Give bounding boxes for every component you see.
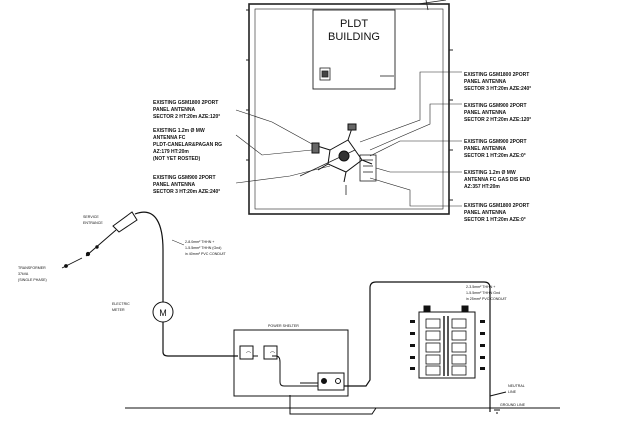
- building-title-line1: PLDT: [340, 18, 368, 30]
- meter-label-1: ELECTRIC: [112, 302, 130, 306]
- svg-text:SECTOR 3 HT:20m AZE:240°: SECTOR 3 HT:20m AZE:240°: [464, 86, 531, 92]
- feeder-spec-2: 1-5.5mm² THHN (Gnd): [185, 246, 221, 250]
- svg-text:EXISTING GSM900 2PORT: EXISTING GSM900 2PORT: [464, 103, 527, 109]
- power-shelter-label: POWER SHELTER: [268, 324, 299, 328]
- rooftop-equipment: [299, 67, 394, 195]
- svg-text:PLDT-CANELAR&PAGAN RG: PLDT-CANELAR&PAGAN RG: [153, 142, 222, 148]
- svg-text:SECTOR 3 HT:20m AZE:240°: SECTOR 3 HT:20m AZE:240°: [153, 189, 220, 195]
- neutral-line-label-1: NEUTRAL: [508, 384, 525, 388]
- panel-circuit-stubs: [410, 320, 485, 370]
- annotation-sector3-gsm1800: EXISTING GSM1800 2PORT PANEL ANTENNA SEC…: [464, 72, 531, 92]
- building-title-line2: BUILDING: [328, 31, 380, 43]
- rooftop-plan: [246, 0, 453, 215]
- svg-text:PANEL ANTENNA: PANEL ANTENNA: [153, 182, 196, 188]
- svg-text:PANEL ANTENNA: PANEL ANTENNA: [464, 146, 507, 152]
- svg-text:EXISTING GSM1800 2PORT: EXISTING GSM1800 2PORT: [464, 203, 529, 209]
- neutral-line-label-2: LINE: [508, 390, 517, 394]
- svg-text:SECTOR 1 HT:20m AZE:0°: SECTOR 1 HT:20m AZE:0°: [464, 153, 526, 159]
- feeder-spec-3: in 40mm² PVC CONDUIT: [185, 252, 227, 256]
- svg-text:PANEL ANTENNA: PANEL ANTENNA: [464, 79, 507, 85]
- ground-line-label: GROUND LINE: [500, 403, 526, 407]
- panel-feed-spec-1: 2-3.5mm² THHN +: [466, 285, 495, 289]
- svg-text:SECTOR 2 HT:20m AZE:120°: SECTOR 2 HT:20m AZE:120°: [153, 114, 220, 120]
- annotation-sector2-gsm900: EXISTING GSM900 2PORT PANEL ANTENNA SECT…: [464, 103, 531, 123]
- annotation-sector1-gsm900: EXISTING GSM900 2PORT PANEL ANTENNA SECT…: [464, 139, 527, 159]
- svg-text:SECTOR 2 HT:20m AZE:120°: SECTOR 2 HT:20m AZE:120°: [464, 117, 531, 123]
- annotation-mw-antenna-1: EXISTING 1.2m Ø MW ANTENNA FC PLDT-CANEL…: [153, 128, 222, 162]
- transformer-label-2: 37kVA: [18, 272, 29, 276]
- power-shelter: [233, 329, 349, 397]
- svg-text:EXISTING GSM1800 2PORT: EXISTING GSM1800 2PORT: [153, 100, 218, 106]
- service-entrance-label-1: SERVICE: [83, 215, 99, 219]
- panel-feed-spec-2: 1-5.5mm² THHN Gnd: [466, 291, 500, 295]
- svg-text:AZ:357 HT:20m: AZ:357 HT:20m: [464, 184, 500, 190]
- svg-text:SECTOR 1 HT:20m AZE:0°: SECTOR 1 HT:20m AZE:0°: [464, 217, 526, 223]
- transformer-drop: [61, 257, 83, 269]
- annotation-sector3-gsm900: EXISTING GSM900 2PORT PANEL ANTENNA SECT…: [153, 175, 220, 195]
- meter-symbol: M: [159, 308, 167, 318]
- panel-breakers: [425, 316, 467, 376]
- svg-text:EXISTING 1.2m Ø MW: EXISTING 1.2m Ø MW: [464, 170, 516, 176]
- service-entrance-weatherhead: [85, 211, 138, 257]
- svg-text:PANEL ANTENNA: PANEL ANTENNA: [464, 110, 507, 116]
- antenna-mast-icon: [311, 123, 373, 183]
- annotation-mw-antenna-2: EXISTING 1.2m Ø MW ANTENNA FC GAS DIS EN…: [464, 170, 531, 190]
- svg-text:EXISTING GSM1800 2PORT: EXISTING GSM1800 2PORT: [464, 72, 529, 78]
- svg-text:EXISTING GSM900 2PORT: EXISTING GSM900 2PORT: [464, 139, 527, 145]
- feeder-spec-leader: [171, 239, 185, 246]
- leader-lines: [235, 71, 462, 207]
- annotation-sector2-gsm1800: EXISTING GSM1800 2PORT PANEL ANTENNA SEC…: [153, 100, 220, 120]
- svg-text:EXISTING 1.2m Ø MW: EXISTING 1.2m Ø MW: [153, 128, 205, 134]
- ground-and-neutral-lines: [125, 391, 560, 415]
- annotation-sector1-gsm1800: EXISTING GSM1800 2PORT PANEL ANTENNA SEC…: [464, 203, 529, 223]
- svg-text:PANEL ANTENNA: PANEL ANTENNA: [464, 210, 507, 216]
- svg-text:ANTENNA FC GAS DIS END: ANTENNA FC GAS DIS END: [464, 177, 531, 183]
- transformer-label-1: TRANSFORMER: [18, 266, 46, 270]
- svg-text:AZ:179 HT:20m: AZ:179 HT:20m: [153, 149, 189, 155]
- feeder-spec-1: 2-8.0mm² THHN +: [185, 240, 214, 244]
- electric-meter: [152, 301, 174, 323]
- breaker-1-icon: ⌒: [246, 352, 251, 358]
- transformer-label-3: (SINGLE PHASE): [18, 278, 47, 282]
- svg-text:PANEL ANTENNA: PANEL ANTENNA: [153, 107, 196, 113]
- meter-label-2: METER: [112, 308, 125, 312]
- panel-feed-spec-3: in 25mm² PVC CONDUIT: [466, 297, 508, 301]
- breaker-2-icon: ⌒: [270, 352, 275, 358]
- service-line-to-panel: [344, 281, 491, 412]
- feeder-cable: [134, 211, 238, 357]
- svg-text:ANTENNA FC: ANTENNA FC: [153, 135, 186, 141]
- svg-text:(NOT YET ROSTED): (NOT YET ROSTED): [153, 156, 200, 162]
- distribution-panel: [418, 305, 476, 379]
- svg-text:EXISTING GSM900 2PORT: EXISTING GSM900 2PORT: [153, 175, 216, 181]
- service-entrance-label-2: ENTRANCE: [83, 221, 103, 225]
